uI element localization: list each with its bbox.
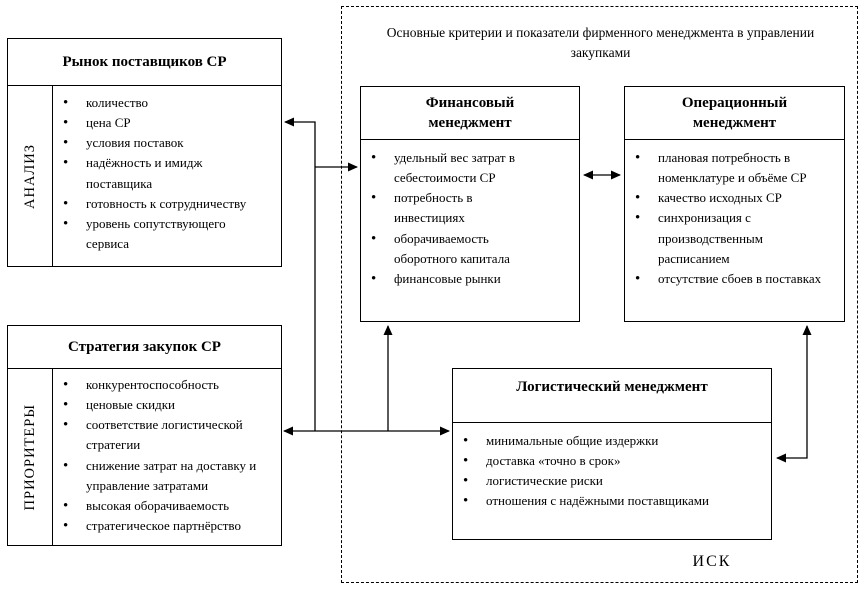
financial-box: Финансовый менеджмент удельный вес затра… bbox=[360, 86, 580, 322]
list-item: оборачиваемость оборотного капитала bbox=[361, 228, 546, 269]
list-item: логистические риски bbox=[453, 470, 766, 493]
strategy-side-label: ПРИОРИТЕРЫ bbox=[8, 369, 53, 545]
list-item: плановая потребность в номенклатуре и об… bbox=[625, 147, 826, 188]
list-item: уровень сопутствующего сервиса bbox=[53, 213, 254, 254]
list-item: конкурентоспособность bbox=[53, 374, 264, 397]
list-item: готовность к сотрудничеству bbox=[53, 193, 254, 216]
logistics-items-list: минимальные общие издержкидоставка «точн… bbox=[453, 423, 771, 514]
list-item: соответствие логистической стратегии bbox=[53, 414, 264, 455]
list-item: цена СР bbox=[53, 112, 254, 135]
strategy-items-list: конкурентоспособностьценовые скидкисоотв… bbox=[53, 369, 264, 545]
list-item: высокая оборачиваемость bbox=[53, 495, 264, 518]
list-item: отсутствие сбоев в поставках bbox=[625, 268, 826, 291]
criteria-dashed-box: Основные критерии и показатели фирменног… bbox=[341, 6, 858, 583]
connector-market-to-financial bbox=[284, 117, 316, 431]
list-item: условия поставок bbox=[53, 132, 254, 155]
market-box-title: Рынок поставщиков СР bbox=[8, 39, 281, 86]
operational-items-list: плановая потребность в номенклатуре и об… bbox=[625, 140, 844, 291]
list-item: стратегическое партнёрство bbox=[53, 515, 264, 538]
strategy-side-label-text: ПРИОРИТЕРЫ bbox=[21, 403, 38, 511]
list-item: удельный вес затрат в себестоимости СР bbox=[361, 147, 546, 188]
list-item: финансовые рынки bbox=[361, 268, 546, 291]
list-item: надёжность и имидж поставщика bbox=[53, 152, 254, 193]
strategy-box-title: Стратегия закупок СР bbox=[8, 326, 281, 369]
operational-box: Операционный менеджмент плановая потребн… bbox=[624, 86, 845, 322]
strategy-box-body: ПРИОРИТЕРЫ конкурентоспособностьценовые … bbox=[8, 369, 281, 545]
financial-box-title: Финансовый менеджмент bbox=[361, 87, 579, 140]
operational-box-title: Операционный менеджмент bbox=[625, 87, 844, 140]
list-item: ценовые скидки bbox=[53, 394, 264, 417]
list-item: снижение затрат на доставку и управление… bbox=[53, 455, 264, 496]
logistics-box-title: Логистический менеджмент bbox=[453, 369, 771, 423]
market-box: Рынок поставщиков СР АНАЛИЗ количествоце… bbox=[7, 38, 282, 267]
list-item: доставка «точно в срок» bbox=[453, 450, 766, 473]
list-item: потребность в инвестициях bbox=[361, 187, 546, 228]
list-item: отношения с надёжными поставщиками bbox=[453, 490, 766, 513]
market-items-list: количествоцена СРусловия поставокнадёжно… bbox=[53, 86, 254, 266]
market-side-label: АНАЛИЗ bbox=[8, 86, 53, 266]
strategy-box: Стратегия закупок СР ПРИОРИТЕРЫ конкурен… bbox=[7, 325, 282, 546]
list-item: качество исходных СР bbox=[625, 187, 826, 210]
market-side-label-text: АНАЛИЗ bbox=[21, 143, 38, 209]
financial-items-list: удельный вес затрат в себестоимости СРпо… bbox=[361, 140, 579, 291]
criteria-title: Основные критерии и показатели фирменног… bbox=[386, 25, 815, 60]
logistics-box: Логистический менеджмент минимальные общ… bbox=[452, 368, 772, 540]
isk-label: ИСК bbox=[692, 553, 732, 570]
market-box-body: АНАЛИЗ количествоцена СРусловия поставок… bbox=[8, 86, 281, 266]
list-item: количество bbox=[53, 92, 254, 115]
list-item: минимальные общие издержки bbox=[453, 430, 766, 453]
list-item: синхронизация с производственным расписа… bbox=[625, 207, 826, 268]
